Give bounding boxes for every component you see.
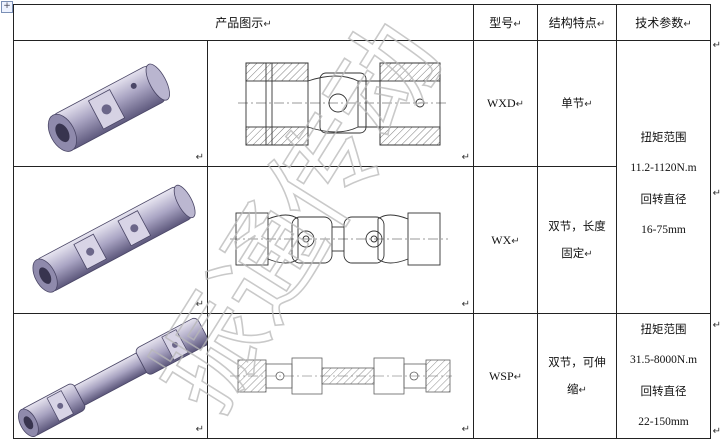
header-product-image: 产品图示↵ [13, 4, 474, 41]
double-joint-drawing [230, 212, 448, 266]
param-diameter-label: 回转直径 [640, 384, 687, 398]
param-diameter-label: 回转直径 [640, 192, 687, 206]
product-spec-table: 产品图示↵ 型号↵ 结构特点↵ 技术参数↵ [13, 4, 711, 439]
table-row: ↵ ↵ WSP↵ 双 [13, 313, 711, 439]
model-wsp: WSP↵ [473, 313, 538, 439]
param-torque-value: 31.5-8000N.m [629, 354, 698, 366]
param-torque-label: 扭矩范围 [640, 130, 687, 144]
param-torque-label: 扭矩范围 [640, 322, 687, 336]
header-structure: 结构特点↵ [537, 4, 617, 41]
product-photo-wx: ↵ [13, 166, 208, 314]
product-photo-wxd: ↵ [13, 40, 208, 167]
model-wx: WX↵ [473, 166, 538, 314]
structure-wx: 双节，长度 固定↵ [537, 166, 617, 314]
params-wxd-wx: 扭矩范围 11.2-1120N.m 回转直径 16-75mm [616, 40, 711, 314]
product-photo-wsp: ↵ [13, 313, 208, 439]
telescopic-joint-drawing [230, 357, 452, 395]
param-torque-value: 11.2-1120N.m [630, 162, 697, 174]
table-row: ↵ ↵ [13, 166, 711, 314]
header-row: 产品图示↵ 型号↵ 结构特点↵ 技术参数↵ [13, 4, 711, 41]
end-of-row-marks: ↵ ↵ ↵ ↵ [712, 40, 721, 437]
single-joint-photo [47, 63, 170, 152]
table-move-handle[interactable]: + [1, 1, 13, 13]
table-row: ↵ [13, 40, 711, 314]
params-wsp: 扭矩范围 31.5-8000N.m 回转直径 22-150mm [616, 313, 711, 439]
structure-wsp: 双节，可伸 缩↵ [537, 313, 617, 439]
single-joint-drawing [238, 62, 448, 146]
product-drawing-wsp: ↵ [207, 313, 474, 439]
header-params: 技术参数↵ [616, 4, 711, 41]
product-drawing-wx: ↵ [207, 166, 474, 314]
structure-wxd: 单节↵ [537, 40, 617, 167]
param-diameter-value: 16-75mm [641, 224, 686, 236]
param-diameter-value: 22-150mm [638, 416, 689, 428]
product-drawing-wxd: ↵ [207, 40, 474, 167]
telescopic-joint-photo [18, 317, 207, 437]
double-joint-photo [32, 184, 196, 293]
model-wxd: WXD↵ [473, 40, 538, 167]
header-model: 型号↵ [473, 4, 538, 41]
